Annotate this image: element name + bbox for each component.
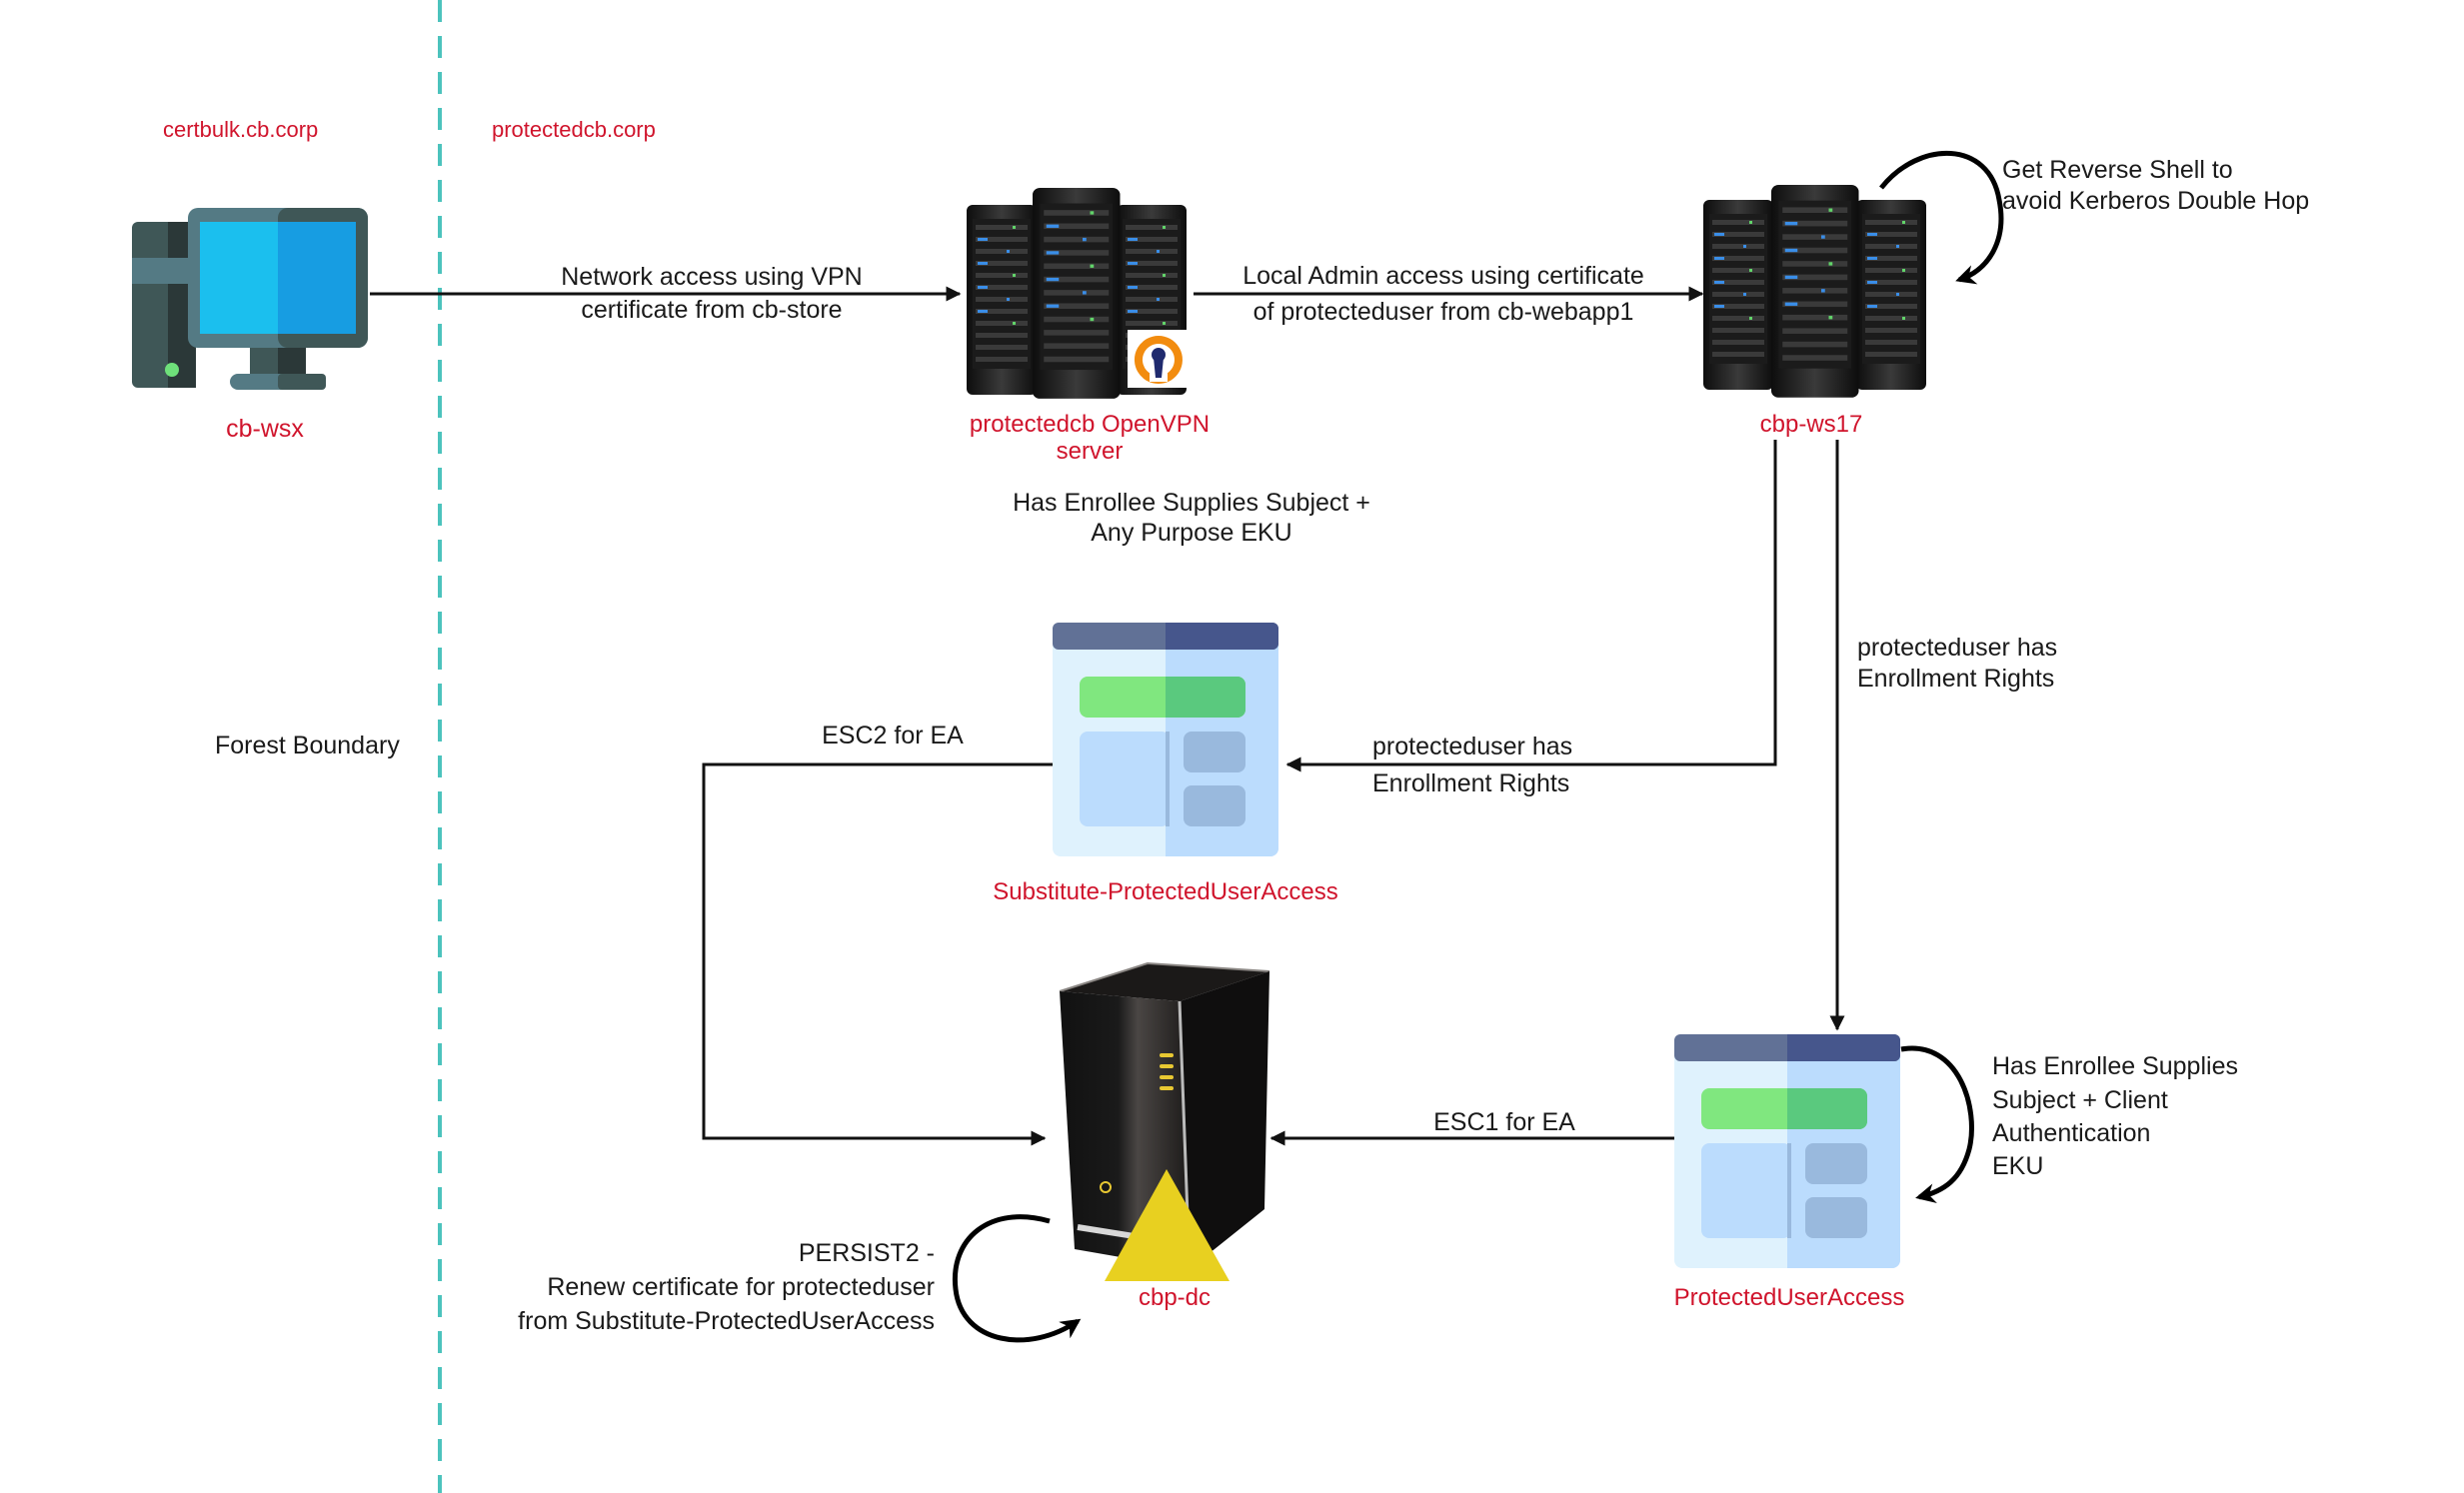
note-reverse-shell-line1: Get Reverse Shell to [2002, 156, 2233, 184]
edge-label-esc2: ESC2 for EA [822, 722, 964, 749]
edge-label-enroll-sub-line1: protecteduser has [1372, 733, 1572, 760]
edge-label-vpn-line2: certificate from cb-store [581, 296, 842, 324]
note-pua-line4: EKU [1992, 1152, 2043, 1180]
node-openvpn-server[interactable]: protectedcb OpenVPN server [967, 188, 1210, 465]
edge-label-local-admin-line2: of protecteduser from cb-webapp1 [1253, 298, 1634, 326]
domain-label-certbulk: certbulk.cb.corp [163, 117, 318, 142]
server-rack-icon [1703, 185, 1926, 398]
node-cbp-ws17[interactable]: cbp-ws17 [1703, 185, 1926, 438]
edge-label-esc1: ESC1 for EA [1433, 1108, 1575, 1136]
note-reverse-shell-line2: avoid Kerberos Double Hop [2002, 187, 2309, 215]
node-cb-wsx[interactable]: cb-wsx [132, 208, 368, 443]
node-substitute-template[interactable]: Substitute-ProtectedUserAccess [993, 623, 1338, 905]
note-persist-line3: from Substitute-ProtectedUserAccess [518, 1307, 935, 1335]
edge-label-enroll-pua-line1: protecteduser has [1857, 634, 2057, 662]
certificate-template-icon [1674, 1034, 1900, 1268]
note-persist-line1: PERSIST2 - [799, 1239, 935, 1267]
forest-boundary-label: Forest Boundary [215, 732, 400, 759]
node-label-substitute-template: Substitute-ProtectedUserAccess [993, 878, 1337, 905]
loop-pua-template [1900, 1045, 1974, 1203]
node-cbp-dc[interactable]: cbp-dc [1059, 961, 1270, 1311]
note-pua-line3: Authentication [1992, 1119, 2150, 1147]
warning-triangle-icon [1105, 1169, 1230, 1281]
edge-enroll-substitute [1285, 440, 1777, 772]
note-pua-line2: Subject + Client [1992, 1086, 2168, 1114]
node-label-cbp-ws17: cbp-ws17 [1760, 411, 1863, 438]
note-sub-template-line1: Has Enrollee Supplies Subject + [1013, 489, 1370, 517]
edge-label-vpn-line1: Network access using VPN [561, 263, 863, 291]
loop-reverse-shell [1879, 151, 2004, 285]
desktop-computer-icon [132, 208, 368, 390]
domain-label-protectedcb: protectedcb.corp [492, 117, 656, 142]
node-label-protecteduseraccess: ProtectedUserAccess [1674, 1284, 1905, 1311]
edge-esc2 [702, 762, 1053, 1146]
server-rack-openvpn-icon [967, 188, 1190, 399]
node-protecteduseraccess-template[interactable]: ProtectedUserAccess [1674, 1034, 1905, 1311]
edge-label-enroll-pua-line2: Enrollment Rights [1857, 665, 2054, 693]
node-label-openvpn-line1: protectedcb OpenVPN [970, 411, 1210, 438]
note-pua-line1: Has Enrollee Supplies [1992, 1052, 2238, 1080]
note-sub-template-line2: Any Purpose EKU [1091, 519, 1292, 547]
node-label-cb-wsx: cb-wsx [226, 415, 304, 443]
loop-persist [952, 1214, 1082, 1343]
node-label-cbp-dc: cbp-dc [1139, 1284, 1211, 1311]
edge-label-local-admin-line1: Local Admin access using certificate [1242, 262, 1644, 290]
certificate-template-icon [1053, 623, 1278, 856]
note-persist-line2: Renew certificate for protecteduser [547, 1273, 935, 1301]
node-label-openvpn-line2: server [1057, 438, 1124, 465]
edge-label-enroll-sub-line2: Enrollment Rights [1372, 769, 1569, 797]
